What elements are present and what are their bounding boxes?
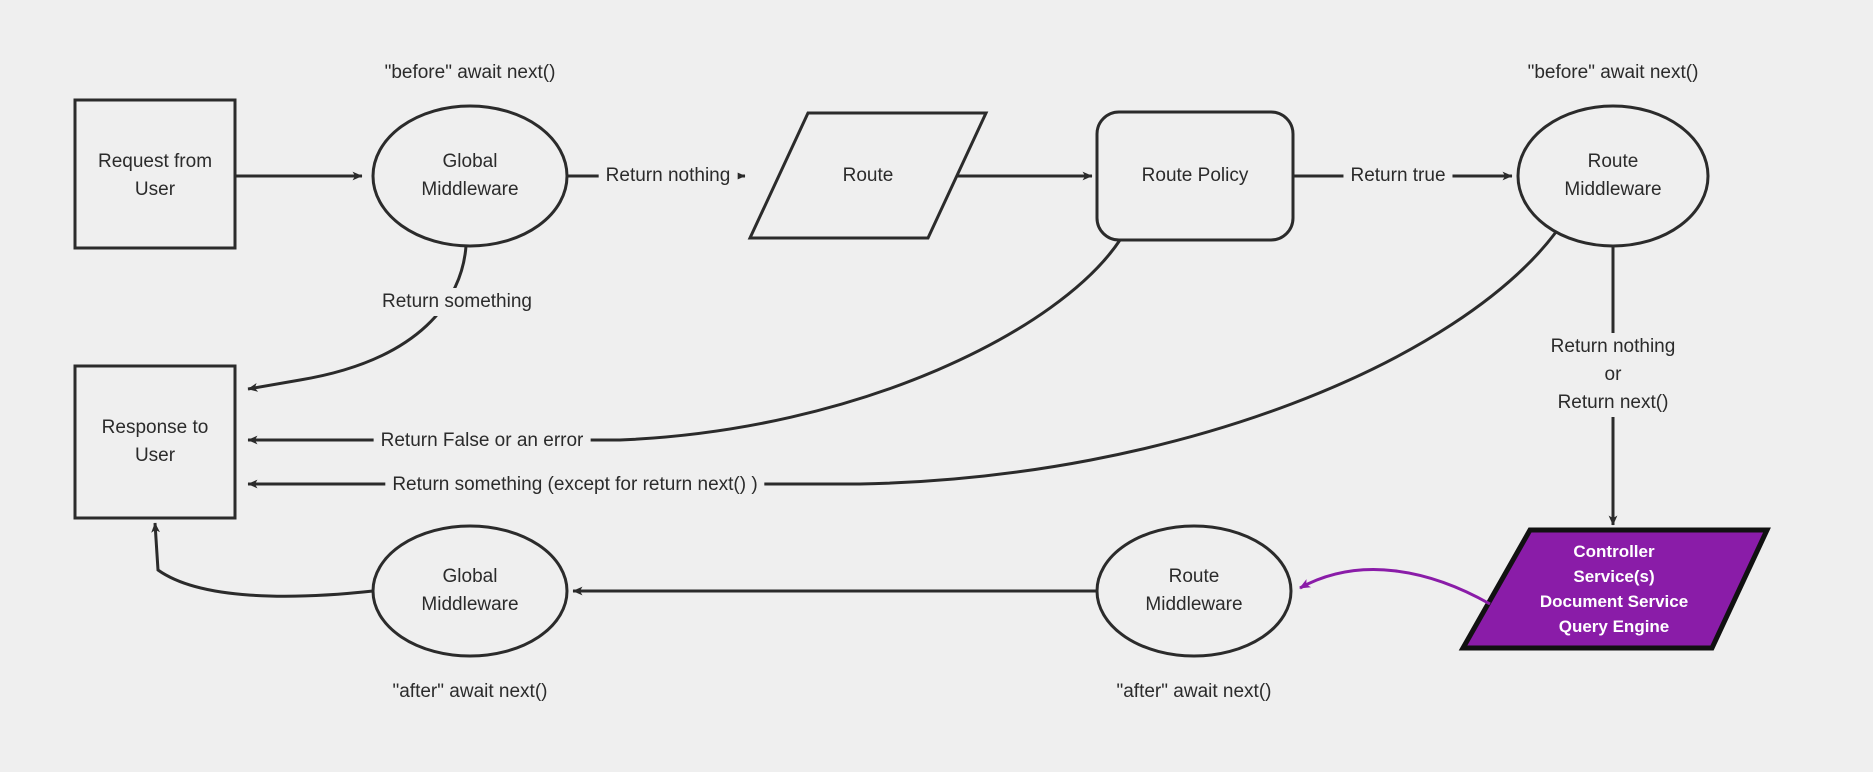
shape-global-middleware-bottom bbox=[371, 524, 569, 658]
edge-route-middleware-to-response bbox=[247, 231, 1558, 489]
edge-route-policy-to-response bbox=[247, 239, 1122, 445]
shape-route bbox=[747, 111, 989, 240]
shape-controller-services bbox=[1458, 527, 1771, 651]
edge-global-middleware-to-response bbox=[247, 245, 468, 392]
edge-controller-to-route-middleware-bottom bbox=[1299, 568, 1491, 606]
shape-route-policy bbox=[1095, 110, 1295, 242]
shape-request-from-user bbox=[73, 98, 237, 250]
shape-route-middleware-top bbox=[1516, 104, 1710, 248]
edge-global-middleware-bottom-to-response bbox=[151, 522, 374, 598]
shape-global-middleware-top bbox=[371, 104, 569, 248]
shape-response-to-user bbox=[73, 364, 237, 520]
shape-route-middleware-bottom bbox=[1095, 524, 1293, 658]
